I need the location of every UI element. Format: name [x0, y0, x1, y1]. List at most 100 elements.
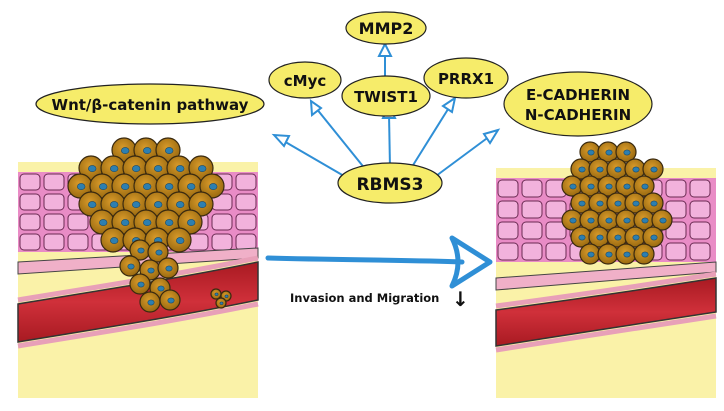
tumor-cell — [210, 288, 222, 300]
muscle-cell — [545, 200, 567, 219]
muscle-cell — [235, 213, 257, 231]
muscle-cell — [19, 213, 41, 231]
muscle-cell — [665, 242, 687, 261]
tumor-cell — [188, 155, 214, 181]
node-mmp2: MMP2 — [345, 11, 427, 45]
muscle-cell — [689, 221, 711, 240]
tumor-cell — [111, 173, 137, 199]
tumor-cell — [579, 209, 601, 231]
tumor-cell — [615, 243, 637, 265]
node-label-rbms3: RBMS3 — [356, 175, 423, 195]
tumor-cell — [570, 158, 592, 180]
node-label-wnt: Wnt/β-catenin pathway — [52, 96, 249, 114]
muscle-cell — [43, 213, 65, 231]
tumor-cell — [155, 137, 181, 163]
tumor-cell — [215, 297, 227, 309]
tumor-cell — [100, 227, 126, 253]
node-wnt-pathway: Wnt/β-catenin pathway — [35, 83, 265, 125]
muscle-cell — [521, 242, 543, 261]
tumor-cell — [597, 175, 619, 197]
muscle-cell — [665, 179, 687, 198]
muscle-cell — [235, 173, 257, 191]
muscle-cell — [19, 193, 41, 211]
tumor-cell — [588, 158, 610, 180]
node-prrx1: PRRX1 — [423, 57, 509, 99]
left-tissue-panel — [17, 137, 259, 398]
tumor-cell — [89, 209, 115, 235]
node-label-prrx1: PRRX1 — [438, 70, 494, 88]
tumor-cell — [633, 175, 655, 197]
node-label-mmp2: MMP2 — [359, 19, 414, 38]
node-cmyc: cMyc — [268, 61, 342, 99]
tumor-cell — [199, 173, 225, 199]
tumor-cell — [642, 226, 664, 248]
right-tissue-panel — [495, 141, 717, 398]
tumor-cell — [579, 243, 601, 265]
muscle-cell — [43, 233, 65, 251]
muscle-cell — [497, 200, 519, 219]
node-cadherin: E-CADHERIN N-CADHERIN — [503, 71, 653, 137]
muscle-cell — [43, 173, 65, 191]
tumor-cell — [597, 209, 619, 231]
circulating-tumor-cells — [210, 288, 232, 309]
blood-vessel — [17, 261, 259, 343]
muscle-cell — [545, 221, 567, 240]
tumor-cell — [122, 155, 148, 181]
tumor-cell — [157, 257, 179, 279]
muscle-cell — [689, 242, 711, 261]
tumor-cell — [147, 241, 169, 263]
muscle-cell — [521, 200, 543, 219]
muscle-cell — [43, 193, 65, 211]
muscle-cell — [497, 179, 519, 198]
tumor-cluster-invading — [67, 137, 225, 313]
caption-invasion-migration: Invasion and Migration — [290, 291, 439, 305]
down-arrow-icon: ↓ — [452, 287, 469, 311]
tumor-cell — [129, 273, 151, 295]
tumor-cell — [144, 191, 170, 217]
muscle-cell — [235, 233, 257, 251]
tumor-cell — [570, 226, 592, 248]
muscle-cell — [67, 233, 89, 251]
node-twist1: TWIST1 — [341, 75, 431, 117]
muscle-cell — [689, 179, 711, 198]
tumor-cell — [139, 291, 161, 313]
blood-vessel — [495, 277, 717, 347]
muscle-cell — [689, 200, 711, 219]
muscle-cell — [521, 221, 543, 240]
muscle-cell — [665, 221, 687, 240]
muscle-cell — [497, 221, 519, 240]
tumor-cluster-contained — [561, 141, 673, 265]
muscle-cell — [67, 213, 89, 231]
effect-caption: Invasion and Migration ↓ — [290, 287, 469, 311]
tumor-cell — [597, 141, 619, 163]
tumor-cell — [615, 141, 637, 163]
tumor-cell — [159, 289, 181, 311]
muscle-cell — [211, 233, 233, 251]
tumor-cell — [624, 158, 646, 180]
muscle-cell — [19, 233, 41, 251]
node-label-cmyc: cMyc — [284, 72, 327, 90]
muscle-cell — [19, 173, 41, 191]
tumor-cell — [597, 243, 619, 265]
muscle-cell — [497, 242, 519, 261]
node-label-e-cadherin: E-CADHERIN — [526, 86, 630, 104]
basement-membrane — [495, 261, 717, 291]
node-rbms3: RBMS3 — [337, 162, 443, 204]
muscle-cell — [521, 179, 543, 198]
tumor-cell — [133, 209, 159, 235]
tumor-cell — [606, 226, 628, 248]
transition-arrow — [265, 235, 493, 289]
tumor-cell — [100, 191, 126, 217]
tumor-cell — [67, 173, 93, 199]
tumor-cell — [89, 173, 115, 199]
tumor-cell — [129, 239, 151, 261]
muscle-cell — [211, 213, 233, 231]
node-label-twist1: TWIST1 — [354, 88, 418, 106]
tumor-cell — [651, 209, 673, 231]
muscle-cell — [545, 242, 567, 261]
tumor-cell — [119, 255, 141, 277]
vessel-wall-top — [495, 271, 717, 309]
tumor-cell — [642, 158, 664, 180]
node-label-n-cadherin: N-CADHERIN — [525, 106, 631, 124]
